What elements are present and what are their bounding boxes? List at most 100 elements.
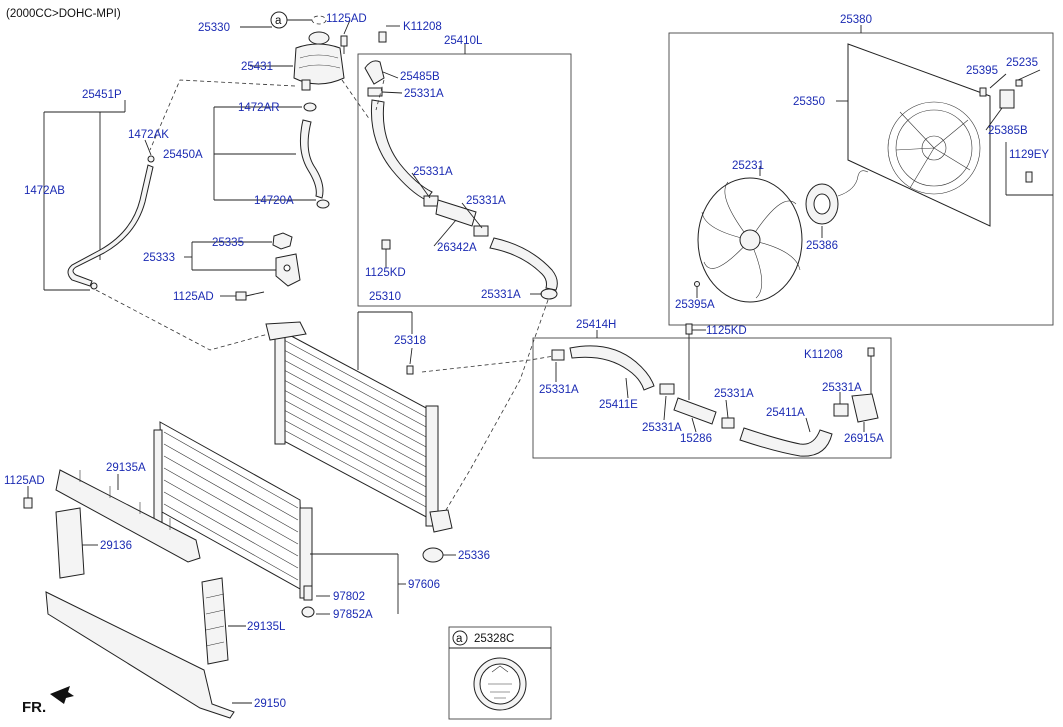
label-26342a: 26342A [437,242,477,254]
label-25335: 25335 [212,237,244,249]
fan-shroud-group [668,25,1054,326]
fitting-25485b [364,60,385,85]
condenser-group [153,421,456,618]
label-25414h: 25414H [576,319,616,331]
fan-shroud-25350 [847,43,991,227]
label-k11208-right: K11208 [804,349,843,361]
part-97802 [303,585,313,601]
label-1125kd-1: 1125KD [365,267,406,279]
pipe-15286 [673,397,717,425]
label-25318: 25318 [394,335,426,347]
label-26915a: 26915A [844,433,884,445]
upper-hose-box [357,53,572,307]
label-29135a: 29135A [106,462,146,474]
bolt-1125kd-1 [381,239,391,250]
label-1125ad-top: 1125AD [326,13,367,25]
label-callout-box: a 25328C [448,626,552,720]
radiator-group [265,311,561,533]
label-25331a-3: 25331A [466,195,506,207]
label-1472ak: 1472AK [128,129,169,141]
label-25235: 25235 [1006,57,1038,69]
label-1125ad-mid: 1125AD [173,291,214,303]
label-97606: 97606 [408,579,440,591]
engine-spec-label: (2000CC>DOHC-MPI) [6,8,121,20]
motor-25386 [805,170,869,225]
clamp-25331a-6 [659,383,675,395]
label-25231: 25231 [732,160,764,172]
guard-29136 [55,507,85,579]
label-1472ab: 1472AB [24,185,65,197]
clamp-25331a-4 [540,288,558,300]
clamp-25331a-7 [721,417,735,429]
bushing-25336 [422,547,444,563]
guard-29135l [201,577,229,665]
label-25431: 25431 [241,61,273,73]
label-1472ar: 1472AR [238,102,280,114]
label-25450a: 25450A [163,149,203,161]
nut-25335 [272,232,293,250]
label-25410l: 25410L [444,35,483,47]
clip-k11208-right [867,347,875,357]
label-25385b: 25385B [988,125,1028,137]
lower-hose-box [532,337,892,459]
label-25395: 25395 [966,65,998,77]
bolt-1125ad-top [340,35,348,47]
cap-ring [311,15,327,25]
label-1125kd-2: 1125KD [706,325,747,337]
label-25350: 25350 [793,96,825,108]
bolt-1125ad-left [23,497,33,509]
clip-1472ak [147,155,155,163]
label-25331a-2: 25331A [413,166,453,178]
label-29150: 29150 [254,698,286,710]
reservoir-group: a [149,11,371,209]
label-25380: 25380 [840,14,872,26]
front-label: FR. [22,699,46,716]
clamp-25331a-3 [473,225,489,237]
label-15286: 15286 [680,433,712,445]
label-97802: 97802 [333,591,365,603]
bolt-1125kd-2 [685,323,693,335]
guard-29135a [55,469,201,563]
clamp-25331a-8 [833,403,849,417]
clamp-25331a-2 [423,195,439,207]
label-25331a-5: 25331A [539,384,579,396]
clip-25235 [1015,79,1023,87]
label-29136: 29136 [100,540,132,552]
part-labels: 25330 1125AD K11208 25410L 25380 25431 2… [4,13,1049,710]
label-25411a: 25411A [766,407,805,419]
label-25331a-4: 25331A [481,289,521,301]
callout-letter-small: a [275,15,282,27]
bracket-25333-group [184,232,301,301]
fan-25231 [697,177,803,303]
clip-k11208-top [378,31,387,43]
screw-25395a [694,281,700,287]
joint-26342a [435,199,477,227]
reservoir-cap [308,31,330,45]
overflow-hose-25451p [67,164,154,287]
label-k11208-top: K11208 [403,21,442,33]
plug-25318 [406,365,414,375]
callout-letter: a [456,633,463,645]
label-25331a-1: 25331A [404,88,444,100]
label-25331a-6: 25331A [714,388,754,400]
part-97852a [301,606,315,618]
bolt-1129ey [1025,171,1033,183]
fitting-26915a [851,393,879,423]
clamp-25331a-5 [551,349,565,361]
label-25333: 25333 [143,252,175,264]
label-29135l: 29135L [247,621,286,633]
label-25336: 25336 [458,550,490,562]
front-direction-indicator: FR. [22,686,74,716]
hose-25450a [299,119,324,199]
overflow-hose-group [43,100,291,351]
label-25395a: 25395A [675,299,715,311]
label-25331a-8: 25331A [642,422,682,434]
label-14720a: 14720A [254,195,294,207]
label-25485b: 25485B [400,71,440,83]
label-25451p: 25451P [82,89,122,101]
air-guard-group [23,469,252,719]
label-1129ey: 1129EY [1009,149,1049,161]
reservoir-tank [293,43,345,85]
clamp-1472ar [303,102,317,112]
